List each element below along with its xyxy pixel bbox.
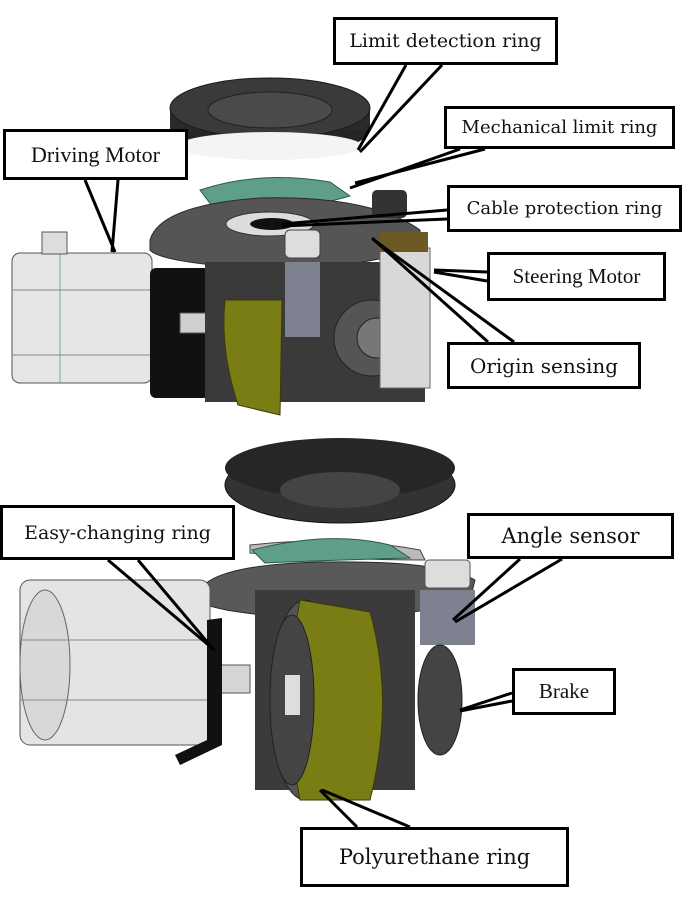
label-origin-sensing: Origin sensing (447, 342, 641, 389)
angle-sensor-part (420, 590, 475, 645)
label-angle-sensor: Angle sensor (467, 513, 674, 559)
driving-motor-part (11, 231, 221, 398)
brake-part (417, 644, 463, 756)
label-cable-protection-ring: Cable protection ring (447, 185, 682, 232)
label-driving-motor: Driving Motor (3, 129, 188, 180)
green-gasket-bottom (251, 538, 412, 564)
polyurethane-wheel-part (269, 599, 383, 801)
limit-detection-ring-part (169, 77, 371, 160)
drive-wheel-top (205, 190, 431, 416)
label-steering-motor: Steering Motor (487, 252, 666, 301)
gear-ring-bottom (224, 438, 456, 524)
label-limit-detection-ring: Limit detection ring (333, 17, 558, 65)
label-brake: Brake (512, 668, 616, 715)
label-mechanical-limit-ring: Mechanical limit ring (444, 106, 675, 149)
bottom-assembly (19, 438, 476, 801)
motor-bottom (19, 579, 251, 765)
label-polyurethane-ring: Polyurethane ring (300, 827, 569, 887)
top-assembly (11, 77, 431, 416)
callout-lines (83, 63, 563, 829)
label-easy-changing-ring: Easy-changing ring (0, 505, 235, 560)
